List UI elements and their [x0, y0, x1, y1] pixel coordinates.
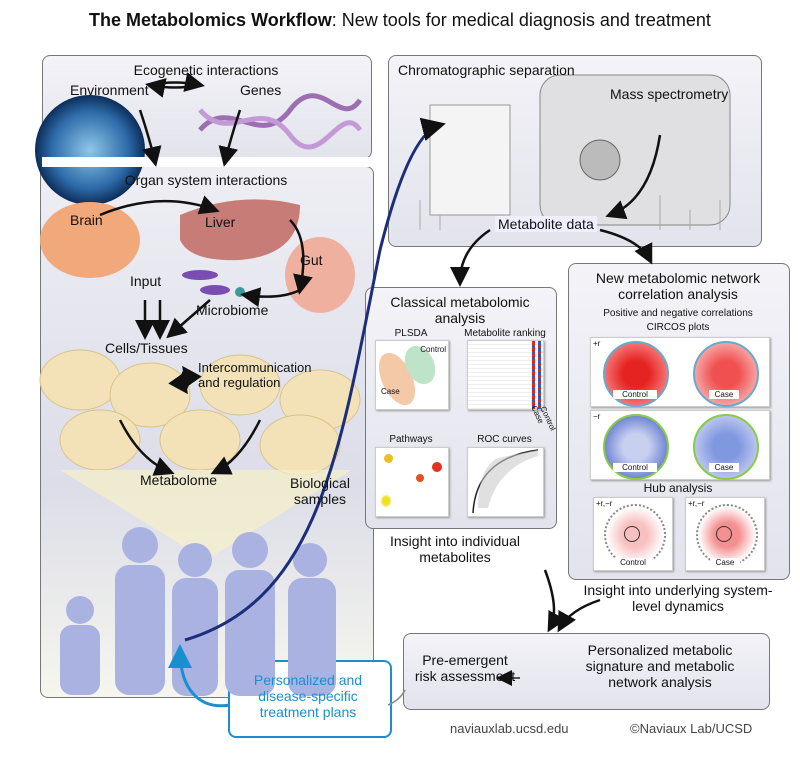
cells-tissues-label: Cells/Tissues	[105, 340, 188, 356]
metabolite-data-label: Metabolite data	[495, 216, 597, 233]
plsda-label: PLSDA	[394, 328, 428, 339]
plsda-case-label: Case	[381, 387, 400, 396]
correlations-label: Positive and negative correlations	[603, 308, 753, 319]
metabolome-label: Metabolome	[140, 472, 218, 488]
plsda-plot: Control Case	[371, 340, 449, 411]
risk-assessment-box	[403, 633, 770, 710]
treatment-plans-label: Personalized and disease-specific treatm…	[253, 672, 363, 721]
organ-title: Organ system interactions	[124, 172, 288, 188]
circos-pos-case-label: Case	[709, 390, 739, 400]
treatment-arrow	[168, 644, 231, 708]
people-silhouettes-icon	[60, 527, 336, 696]
metabolite-ranking-label: Metabolite ranking	[464, 328, 546, 339]
circos-pos-control-label: Control	[613, 390, 657, 400]
liver-label: Liver	[205, 214, 236, 230]
genes-label: Genes	[240, 82, 282, 98]
hub-control-r-label: +r,−r	[596, 499, 613, 508]
pathways-label: Pathways	[389, 434, 433, 445]
biological-samples-arrow	[184, 117, 446, 642]
brain-label: Brain	[70, 212, 103, 228]
individual-insight-label: Insight into individual metabolites	[390, 533, 520, 566]
earth-icon	[35, 95, 145, 205]
brain-icon	[40, 202, 140, 278]
plsda-control-label: Control	[420, 345, 446, 354]
spectrum-lines-icon	[419, 195, 721, 230]
hub-case-r-label: +r,−r	[688, 499, 705, 508]
circos-negative-plots: −r Control Case	[590, 410, 770, 480]
diagram-title: The Metabolomics Workflow: New tools for…	[89, 10, 711, 30]
footer-url: naviauxlab.ucsd.edu	[450, 721, 569, 736]
biological-samples-label: Biological samples	[290, 475, 350, 508]
microbiome-label: Microbiome	[196, 302, 269, 318]
roc-curve-plot	[467, 447, 544, 517]
liver-icon	[180, 199, 300, 261]
circos-neg-control-label: Control	[613, 463, 657, 473]
circos-positive-plots: +r Control Case	[590, 337, 770, 407]
pos-r-label: +r	[593, 339, 601, 348]
gut-icon	[285, 237, 355, 313]
chromatograph-icon	[429, 104, 511, 216]
chromatography-title: Chromatographic separation	[398, 62, 575, 78]
network-title: New metabolomic network correlation anal…	[595, 270, 761, 303]
mass-spec-label: Mass spectrometry	[610, 86, 729, 102]
system-insight-label: Insight into underlying system-level dyn…	[583, 582, 773, 615]
circos-neg-case-label: Case	[709, 463, 739, 473]
intercommunication-label: Intercommunication and regulation	[198, 360, 312, 390]
signature-label: Personalized metabolic signature and met…	[585, 642, 735, 691]
input-label: Input	[130, 273, 162, 289]
hub-case-label: Case	[710, 558, 740, 568]
neg-r-label: −r	[593, 412, 601, 421]
mass-spectrometer-icon	[539, 74, 731, 226]
footer-credit: ©Naviaux Lab/UCSD	[630, 721, 753, 736]
ecogenetic-title: Ecogenetic interactions	[133, 62, 279, 78]
hub-control-plot: +r,−r Control	[593, 497, 673, 571]
flow-arrows	[99, 72, 662, 686]
hub-control-label: Control	[612, 558, 654, 568]
gut-label: Gut	[300, 252, 323, 268]
hub-case-plot: +r,−r Case	[685, 497, 765, 571]
dna-icon	[198, 93, 363, 132]
pathways-plot	[375, 447, 449, 517]
environment-label: Environment	[70, 82, 149, 98]
hub-analysis-label: Hub analysis	[643, 481, 713, 495]
roc-curves-label: ROC curves	[477, 434, 532, 445]
classical-title: Classical metabolomic analysis	[390, 294, 530, 327]
risk-assessment-label: Pre-emergent risk assessment	[414, 652, 516, 685]
metabolite-ranking-plot	[467, 340, 544, 410]
cells-icon	[39, 349, 361, 476]
circos-label: CIRCOS plots	[646, 322, 710, 333]
